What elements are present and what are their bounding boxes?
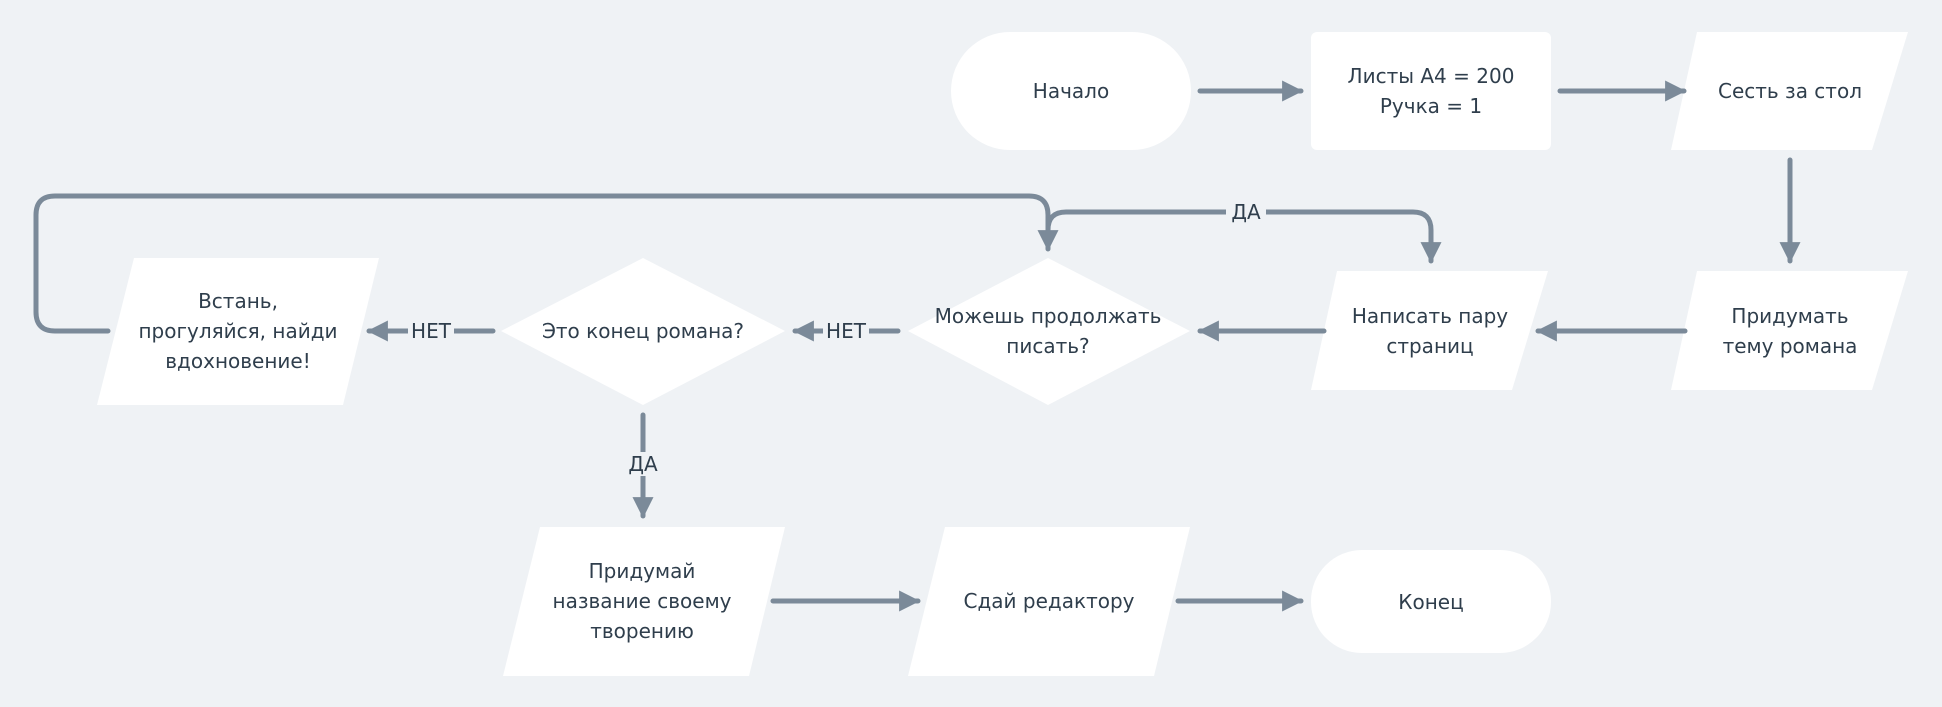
init-vars-process-shape[interactable] <box>1311 32 1551 150</box>
take-walk-io-shape[interactable] <box>97 258 379 405</box>
can-continue-decision-shape[interactable] <box>908 258 1190 405</box>
invent-title-label: Придумай название своему творению <box>552 559 732 643</box>
can-continue-label: Можешь продолжать писать? <box>934 304 1162 358</box>
sit-at-table-label: Сесть за стол <box>1718 79 1862 103</box>
end-label: Конец <box>1398 589 1464 614</box>
invent-topic-io-shape[interactable] <box>1671 271 1908 390</box>
invent-title-io-shape[interactable] <box>503 527 785 676</box>
take-walk-label: Встань, прогуляйся, найди вдохновение! <box>138 289 338 373</box>
submit-editor-label: Сдай редактору <box>963 589 1135 613</box>
is-end-decision-shape[interactable] <box>501 258 785 405</box>
sit-at-table-io-shape[interactable] <box>1671 32 1908 150</box>
start-label: Начало <box>1032 79 1110 103</box>
write-pages-io-shape[interactable] <box>1311 271 1548 390</box>
init-vars-label: Листы А4 = 200 Ручка = 1 <box>1347 64 1515 118</box>
submit-editor-io-shape[interactable] <box>908 527 1190 676</box>
edge-label-yes-top: ДА <box>1226 200 1266 224</box>
edge-label-yes-down: ДА <box>623 452 663 476</box>
invent-topic-label: Придумать тему романа <box>1722 303 1858 358</box>
connector-walk-back-to-continue <box>33 193 1059 334</box>
edge-label-no-left: НЕТ <box>408 319 454 343</box>
start-terminal-shape[interactable] <box>951 32 1191 150</box>
write-pages-label: Написать пару страниц <box>1351 303 1509 358</box>
edge-label-no-right: НЕТ <box>823 319 869 343</box>
end-terminal-shape[interactable] <box>1311 550 1551 653</box>
is-end-label: Это конец романа? <box>541 319 745 343</box>
